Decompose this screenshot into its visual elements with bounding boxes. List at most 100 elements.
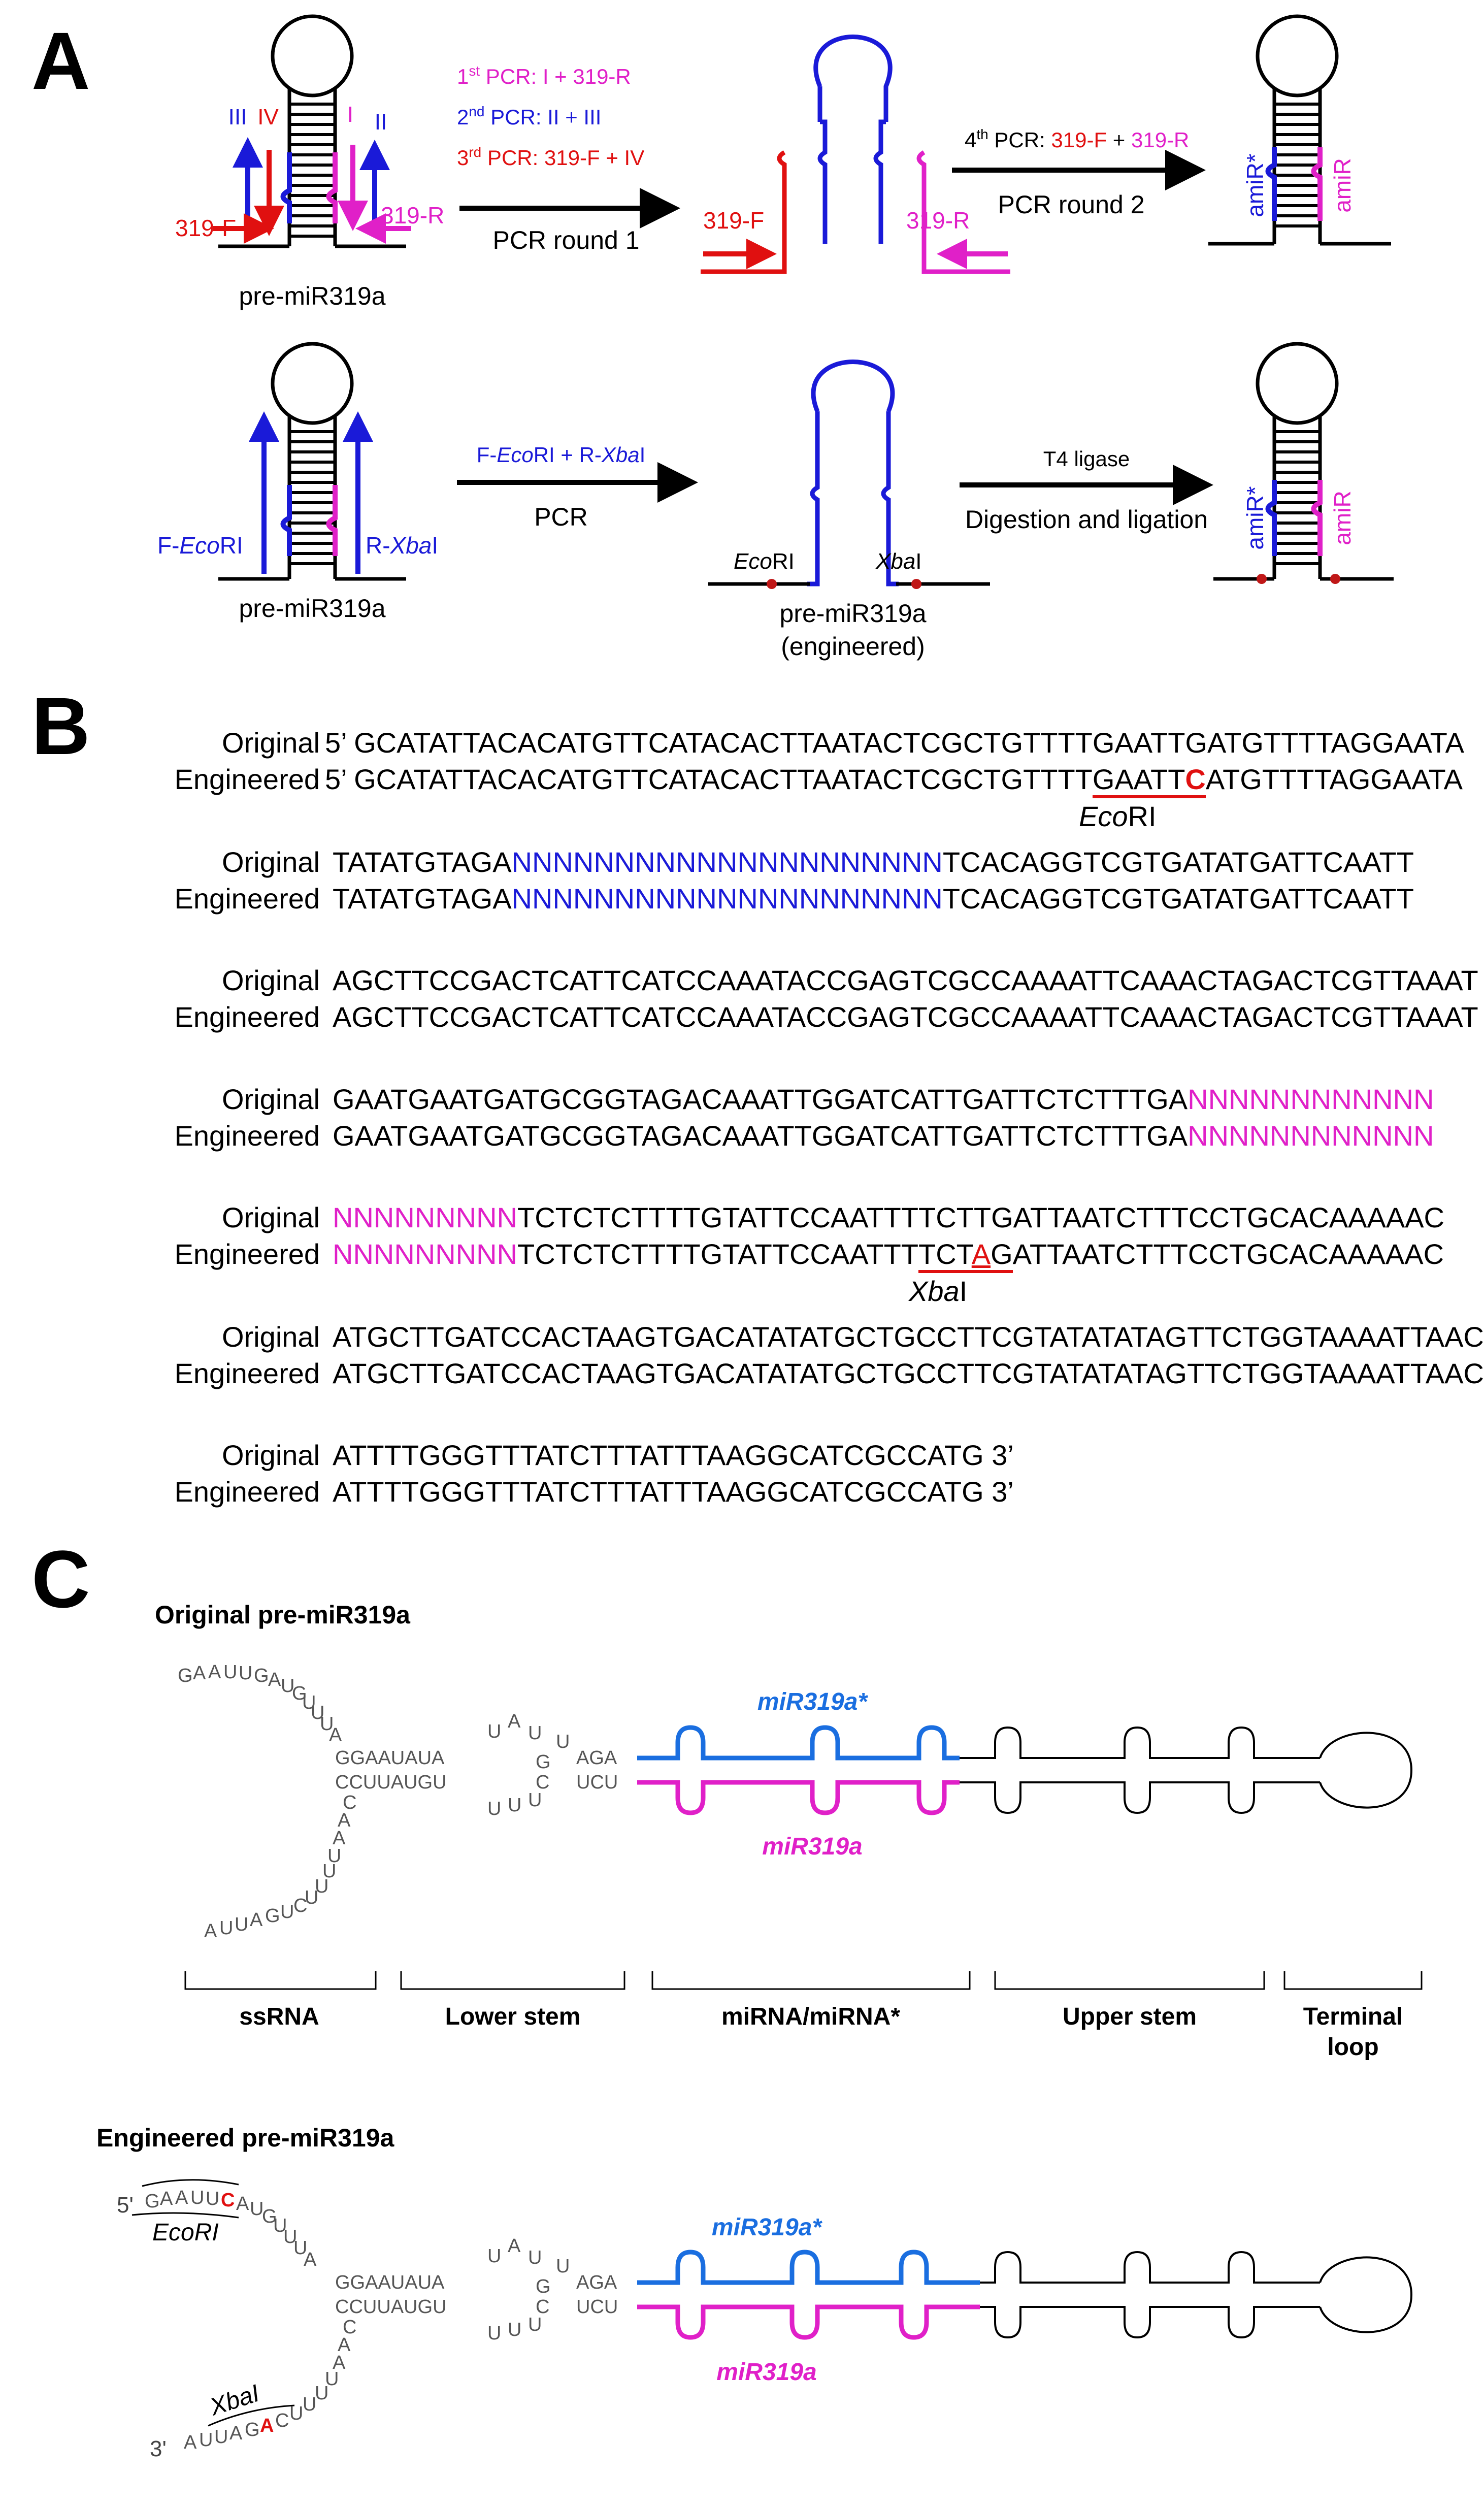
svg-text:G: G xyxy=(245,2419,260,2440)
pcr2-bottom-label: PCR xyxy=(534,503,588,531)
svg-text:U: U xyxy=(302,1692,316,1713)
hairpin-bottom-middle: EcoRI XbaI pre-miR319a (engineered) xyxy=(708,360,990,661)
svg-text:U: U xyxy=(315,2383,328,2404)
engineered-title: Engineered pre-miR319a xyxy=(96,2124,395,2152)
orig-mir-strand xyxy=(637,1780,960,1815)
row5-eng-seq: NNNNNNNNNTCTCTCTTTTGTATTCCAATTTTCTAGATTA… xyxy=(333,1238,1444,1273)
orig-internal-loop: U A U U G C U U U AGA UCU xyxy=(487,1711,618,1819)
eng-arm5: G A A U U C A U G U U U A xyxy=(145,2187,317,2270)
svg-text:A: A xyxy=(250,1909,263,1931)
svg-text:G: G xyxy=(262,2206,277,2227)
label-319f-middle: 319-F xyxy=(703,207,764,234)
row3-orig-label: Original xyxy=(222,964,320,996)
row2-eng-label: Engineered xyxy=(174,883,320,915)
svg-text:G: G xyxy=(536,1751,551,1773)
row6-eng-seq: ATGCTTGATCCACTAAGTGACATATATGCTGCCTTCGTAT… xyxy=(333,1357,1484,1389)
amir-star-label-1: amiR* xyxy=(1242,153,1268,217)
region-lower-stem: Lower stem xyxy=(445,2003,581,2030)
svg-text:U: U xyxy=(325,2368,339,2390)
row4-eng-label: Engineered xyxy=(174,1120,320,1152)
orig-mir-star-label: miR319a* xyxy=(757,1688,868,1715)
pre-mir-label-2: pre-miR319a xyxy=(239,594,385,623)
svg-text:C: C xyxy=(275,2410,289,2431)
svg-text:U: U xyxy=(487,2245,501,2267)
svg-text:U: U xyxy=(190,2187,204,2208)
amir-star-label-2: amiR* xyxy=(1242,486,1268,549)
svg-text:U: U xyxy=(556,1731,570,1752)
svg-text:A: A xyxy=(204,1920,217,1942)
svg-text:U: U xyxy=(487,2323,501,2344)
row3-orig-seq: AGCTTCCGACTCATTCATCCAAATACCGAGTCGCCAAAAT… xyxy=(333,964,1478,996)
svg-text:U: U xyxy=(214,2426,228,2448)
svg-text:U: U xyxy=(206,2188,219,2209)
pcr-third: 3rd PCR: 319-F + IV xyxy=(457,144,644,170)
pcr-second: 2nd PCR: II + III xyxy=(457,104,601,129)
three-prime-label: 3' xyxy=(150,2436,167,2461)
svg-text:G: G xyxy=(178,1665,193,1686)
orig-arm5: G A A U U G A U G U U U A xyxy=(178,1662,342,1746)
pcr2-top-label: F-EcoRI + R-XbaI xyxy=(477,443,646,467)
region-terminal: Terminal xyxy=(1303,2003,1403,2030)
svg-text:A: A xyxy=(160,2188,173,2209)
region-loop: loop xyxy=(1327,2034,1378,2061)
row1-eng-seq: 5’ GCATATTACACATGTTCATACACTTAATACTCGCTGT… xyxy=(325,763,1463,798)
svg-text:U: U xyxy=(283,2226,297,2248)
eng-mir-star-label: miR319a* xyxy=(712,2214,822,2241)
row6-eng-label: Engineered xyxy=(174,1357,320,1389)
svg-text:U: U xyxy=(305,1887,318,1908)
svg-text:C: C xyxy=(536,1772,549,1793)
svg-text:U: U xyxy=(487,1721,501,1742)
hairpin-bottom-left: F-EcoRI R-XbaI pre-miR319a xyxy=(157,342,438,623)
xbai-italic-label: XbaI xyxy=(206,2380,262,2421)
pcr-round1-label: PCR round 1 xyxy=(492,226,639,254)
svg-text:A: A xyxy=(508,1711,521,1732)
svg-text:A: A xyxy=(508,2235,521,2257)
mutated-base-a: A xyxy=(971,1238,991,1270)
five-prime-label: 5' xyxy=(117,2193,134,2218)
svg-text:U: U xyxy=(303,2394,316,2415)
xbai-label-mid: XbaI xyxy=(875,549,922,574)
label-319r-left: 319-R xyxy=(381,202,444,229)
label-r-xbai: R-XbaI xyxy=(366,532,438,559)
eng-bot-strand: CCUUAUGU xyxy=(335,2296,447,2318)
row5-orig-seq: NNNNNNNNNTCTCTCTTTTGTATTCCAATTTTCTTGATTA… xyxy=(333,1201,1444,1233)
svg-text:U: U xyxy=(320,1713,334,1735)
row7-eng-seq: ATTTTGGGTTTATCTTTATTTAAGGCATCGCCATG 3’ xyxy=(333,1476,1014,1508)
svg-text:U: U xyxy=(487,1798,501,1819)
eng-mutated-a: A xyxy=(260,2415,274,2436)
orig-bot-strand: CCUUAUGU xyxy=(335,1772,447,1793)
svg-text:U: U xyxy=(508,2319,521,2340)
eng-mir-label: miR319a xyxy=(716,2359,816,2386)
svg-text:U: U xyxy=(293,2237,307,2259)
row1-orig-label: Original xyxy=(222,727,320,759)
svg-text:AGA: AGA xyxy=(576,2272,617,2293)
svg-text:U: U xyxy=(223,1662,237,1683)
row4-eng-seq: GAATGAATGATGCGGTAGACAAATTGGATCATTGATTCTC… xyxy=(333,1120,1434,1152)
eng-mir-strand xyxy=(637,2304,980,2340)
eng-top-strand: GGAAUAUA xyxy=(335,2272,445,2293)
svg-text:A: A xyxy=(268,1669,281,1690)
panel-a-diagram: III IV I II 319-F 319-R pre-miR319a 1st … xyxy=(157,14,1394,661)
svg-text:U: U xyxy=(281,1675,294,1697)
row4-orig-label: Original xyxy=(222,1083,320,1115)
hairpin-top-right: amiR* amiR xyxy=(1208,14,1391,246)
label-319f-left: 319-F xyxy=(175,215,236,241)
engineered-label: (engineered) xyxy=(781,632,925,661)
row7-orig-seq: ATTTTGGGTTTATCTTTATTTAAGGCATCGCCATG 3’ xyxy=(333,1439,1014,1471)
orig-arm3: C A A U U U U C U G A U U A xyxy=(204,1792,356,1942)
svg-text:U: U xyxy=(280,1901,294,1923)
svg-text:G: G xyxy=(536,2276,551,2297)
svg-text:AGA: AGA xyxy=(576,1747,617,1769)
svg-text:A: A xyxy=(333,1828,346,1849)
engineered-structure: 5' G A A U U C A U G U U U A EcoRI GGAAU… xyxy=(117,2179,1413,2461)
ecori-label-mid: EcoRI xyxy=(734,549,795,574)
pcr-round2-label: PCR round 2 xyxy=(998,190,1144,219)
row5-eng-label: Engineered xyxy=(174,1238,320,1270)
svg-text:A: A xyxy=(333,2352,346,2373)
region-mirna: miRNA/miRNA* xyxy=(721,2003,900,2030)
original-structure: G A A U U G A U G U U U A GGAAUAUA CCUUA… xyxy=(178,1662,1413,1942)
pcr-fourth: 4th PCR: 319-F + 319-R xyxy=(965,126,1189,152)
hairpin-bottom-right: amiR* amiR xyxy=(1213,342,1394,584)
label-319r-middle: 319-R xyxy=(906,207,970,234)
svg-text:G: G xyxy=(145,2191,160,2212)
